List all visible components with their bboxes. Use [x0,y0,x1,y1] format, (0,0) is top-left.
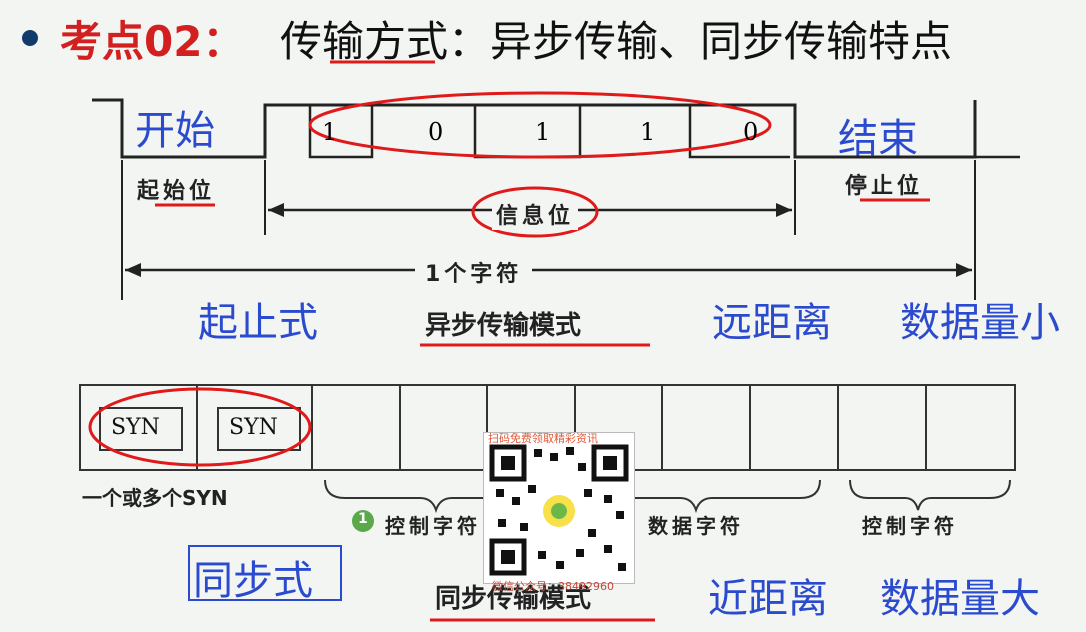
control2-label: 控制字符 [862,514,958,538]
control1-label: 控制字符 [385,514,481,538]
sync-distance-label: 近距离 [708,576,828,622]
bullet-icon [22,30,38,46]
async-data-amount-label: 数据量小 [900,300,1060,346]
sync-mode-label: 同步传输模式 [435,584,592,614]
async-waveform [92,98,977,159]
char-label: 1个字符 [415,256,533,288]
title-text: 传输方式：异步传输、同步传输特点 [280,17,953,66]
qr-top-note: 扫码免费领取精彩资讯 [488,432,598,445]
start-label: 开始 [135,108,215,154]
qr-code-image [483,432,635,584]
title-row: 考点02： 传输方式：异步传输、同步传输特点 [0,0,1086,80]
sync-style-label: 同步式 [193,558,313,604]
brace-control2 [849,479,1011,511]
end-label: 结束 [838,116,918,162]
sync-style-box [188,545,342,601]
data-label: 数据字符 [648,514,744,538]
sync-data-amount-label: 数据量大 [880,576,1040,622]
syn-note-label: 一个或多个SYN [82,486,228,510]
circle-number: 1 [358,511,368,527]
async-style-label: 起止式 [198,300,318,346]
title-key: 考点02： [60,17,245,66]
syn-box-1: SYN [111,415,160,440]
info-circle [471,186,599,238]
stop-bit-label: 停止位 [845,174,924,199]
qr-bottom-note: 微信公众号：38492960 [492,580,614,593]
syn-circle [88,387,312,467]
info-bits-label: 信息位 [492,198,579,230]
bit-3: 1 [640,118,656,146]
bit-1: 0 [428,118,444,146]
bit-2: 1 [535,118,551,146]
async-mode-label: 异步传输模式 [425,311,582,341]
bit-0: 1 [322,118,338,146]
bit-4: 0 [743,118,759,146]
bits-circle [308,91,772,159]
async-distance-label: 远距离 [712,300,832,346]
number-circle-icon [352,510,374,532]
qr-code-pattern [489,444,629,576]
syn-box-2: SYN [229,415,278,440]
start-bit-label: 起始位 [137,179,216,204]
